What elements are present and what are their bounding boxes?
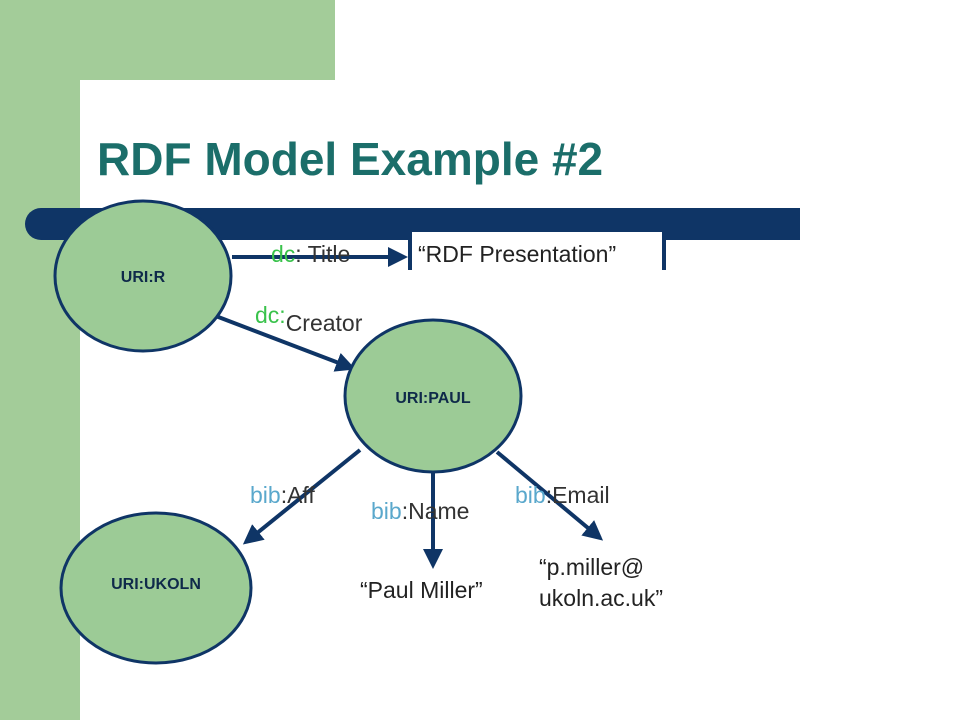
- node-uri-ukoln: [59, 511, 253, 665]
- edge-ns-creator: dc:: [255, 302, 286, 328]
- edge-ns-email: bib: [515, 482, 546, 508]
- literal-rdf-presentation: “RDF Presentation”: [418, 241, 617, 267]
- edge-ns-name: bib: [371, 498, 402, 524]
- edge-local-title: : Title: [295, 241, 351, 267]
- literal-email-line1: “p.miller@: [539, 554, 645, 580]
- slide-title: RDF Model Example #2: [97, 133, 604, 185]
- edge-aff-arrow: [242, 448, 362, 545]
- node-uri-paul: [343, 318, 523, 474]
- edge-local-name: :Name: [401, 498, 470, 524]
- edge-label-aff: bib:Aff: [250, 484, 315, 507]
- node-label-uri-r: URI:R: [120, 269, 166, 286]
- edge-ns-title: dc: [271, 241, 296, 267]
- edge-label-creator: dc:Creator: [255, 302, 362, 335]
- edge-label-name: bib:Name: [371, 500, 469, 523]
- green-top-band: [0, 0, 335, 80]
- edge-label-title: dc: Title: [271, 243, 350, 266]
- node-label-uri-paul: URI:PAUL: [395, 390, 471, 407]
- literal-email-line2: ukoln.ac.uk”: [539, 585, 664, 611]
- literal-box-title: [408, 228, 666, 270]
- edge-ns-aff: bib: [250, 482, 281, 508]
- edge-local-creator: Creator: [285, 310, 363, 336]
- edge-creator-arrow: [199, 308, 356, 372]
- literal-paul-miller: “Paul Miller”: [360, 577, 483, 603]
- edge-local-aff: :Aff: [280, 482, 315, 508]
- edge-local-email: :Email: [545, 482, 610, 508]
- edge-label-email: bib:Email: [515, 484, 610, 507]
- node-uri-r: [53, 199, 233, 353]
- edge-email-arrow: [495, 450, 604, 541]
- node-label-uri-ukoln: URI:UKOLN: [111, 576, 201, 593]
